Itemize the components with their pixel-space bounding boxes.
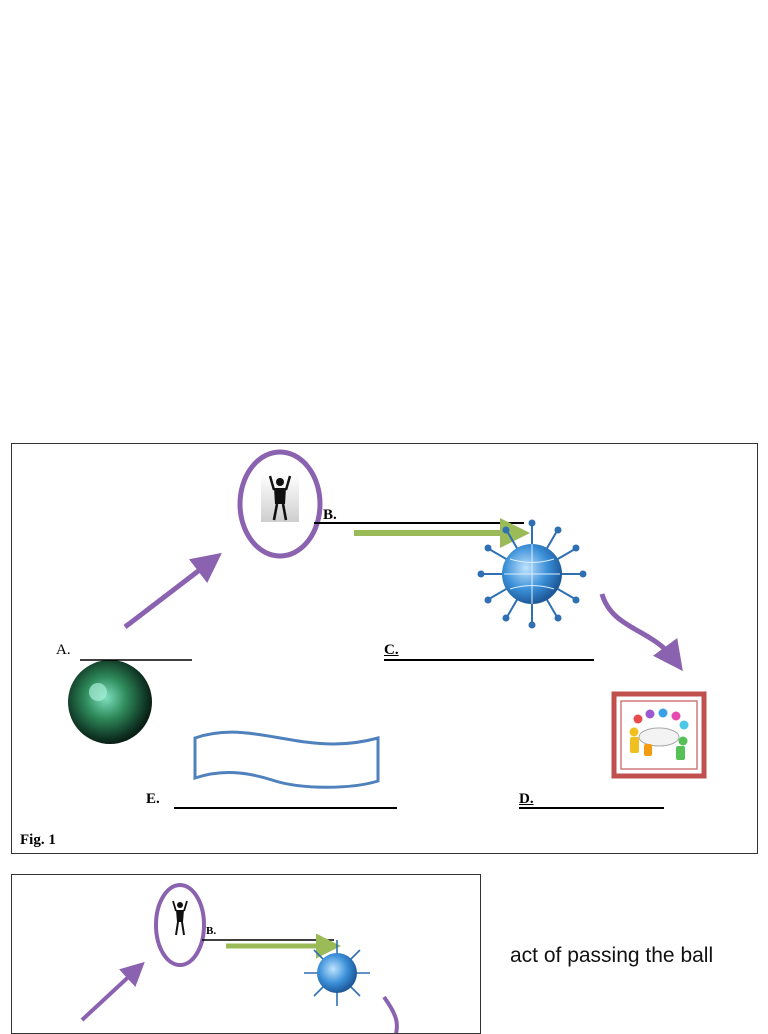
green-ball-icon [68, 660, 152, 744]
figure-main: A. B. C. D. E. Fig. 1 [11, 443, 758, 854]
label-c: C. [384, 642, 399, 658]
label-a: A. [56, 642, 71, 658]
thumbnail-drawing [80, 883, 399, 1033]
thumb-arrow-a-to-b [80, 961, 145, 1022]
people-around-globe-icon [477, 519, 587, 629]
arrow-a-to-b [123, 552, 222, 629]
figure-caption: Fig. 1 [20, 832, 56, 848]
wavy-banner-icon [193, 730, 380, 789]
thumb-arrow-c-to-d [382, 995, 399, 1033]
raised-arms-person-icon [237, 449, 323, 559]
thumb-people-around-globe-icon [304, 940, 370, 1006]
thumb-label-b: B. [206, 925, 217, 937]
label-d: D. [519, 791, 534, 807]
caption-text: act of passing the ball [510, 944, 714, 967]
label-e: E. [146, 791, 160, 807]
meeting-table-icon [611, 691, 707, 779]
label-b: B. [323, 507, 337, 523]
figure-drawing [68, 449, 707, 809]
arrow-c-to-d [599, 593, 683, 672]
figure-thumbnail: B. [11, 874, 481, 1034]
thumb-raised-arms-person-icon [154, 883, 206, 967]
